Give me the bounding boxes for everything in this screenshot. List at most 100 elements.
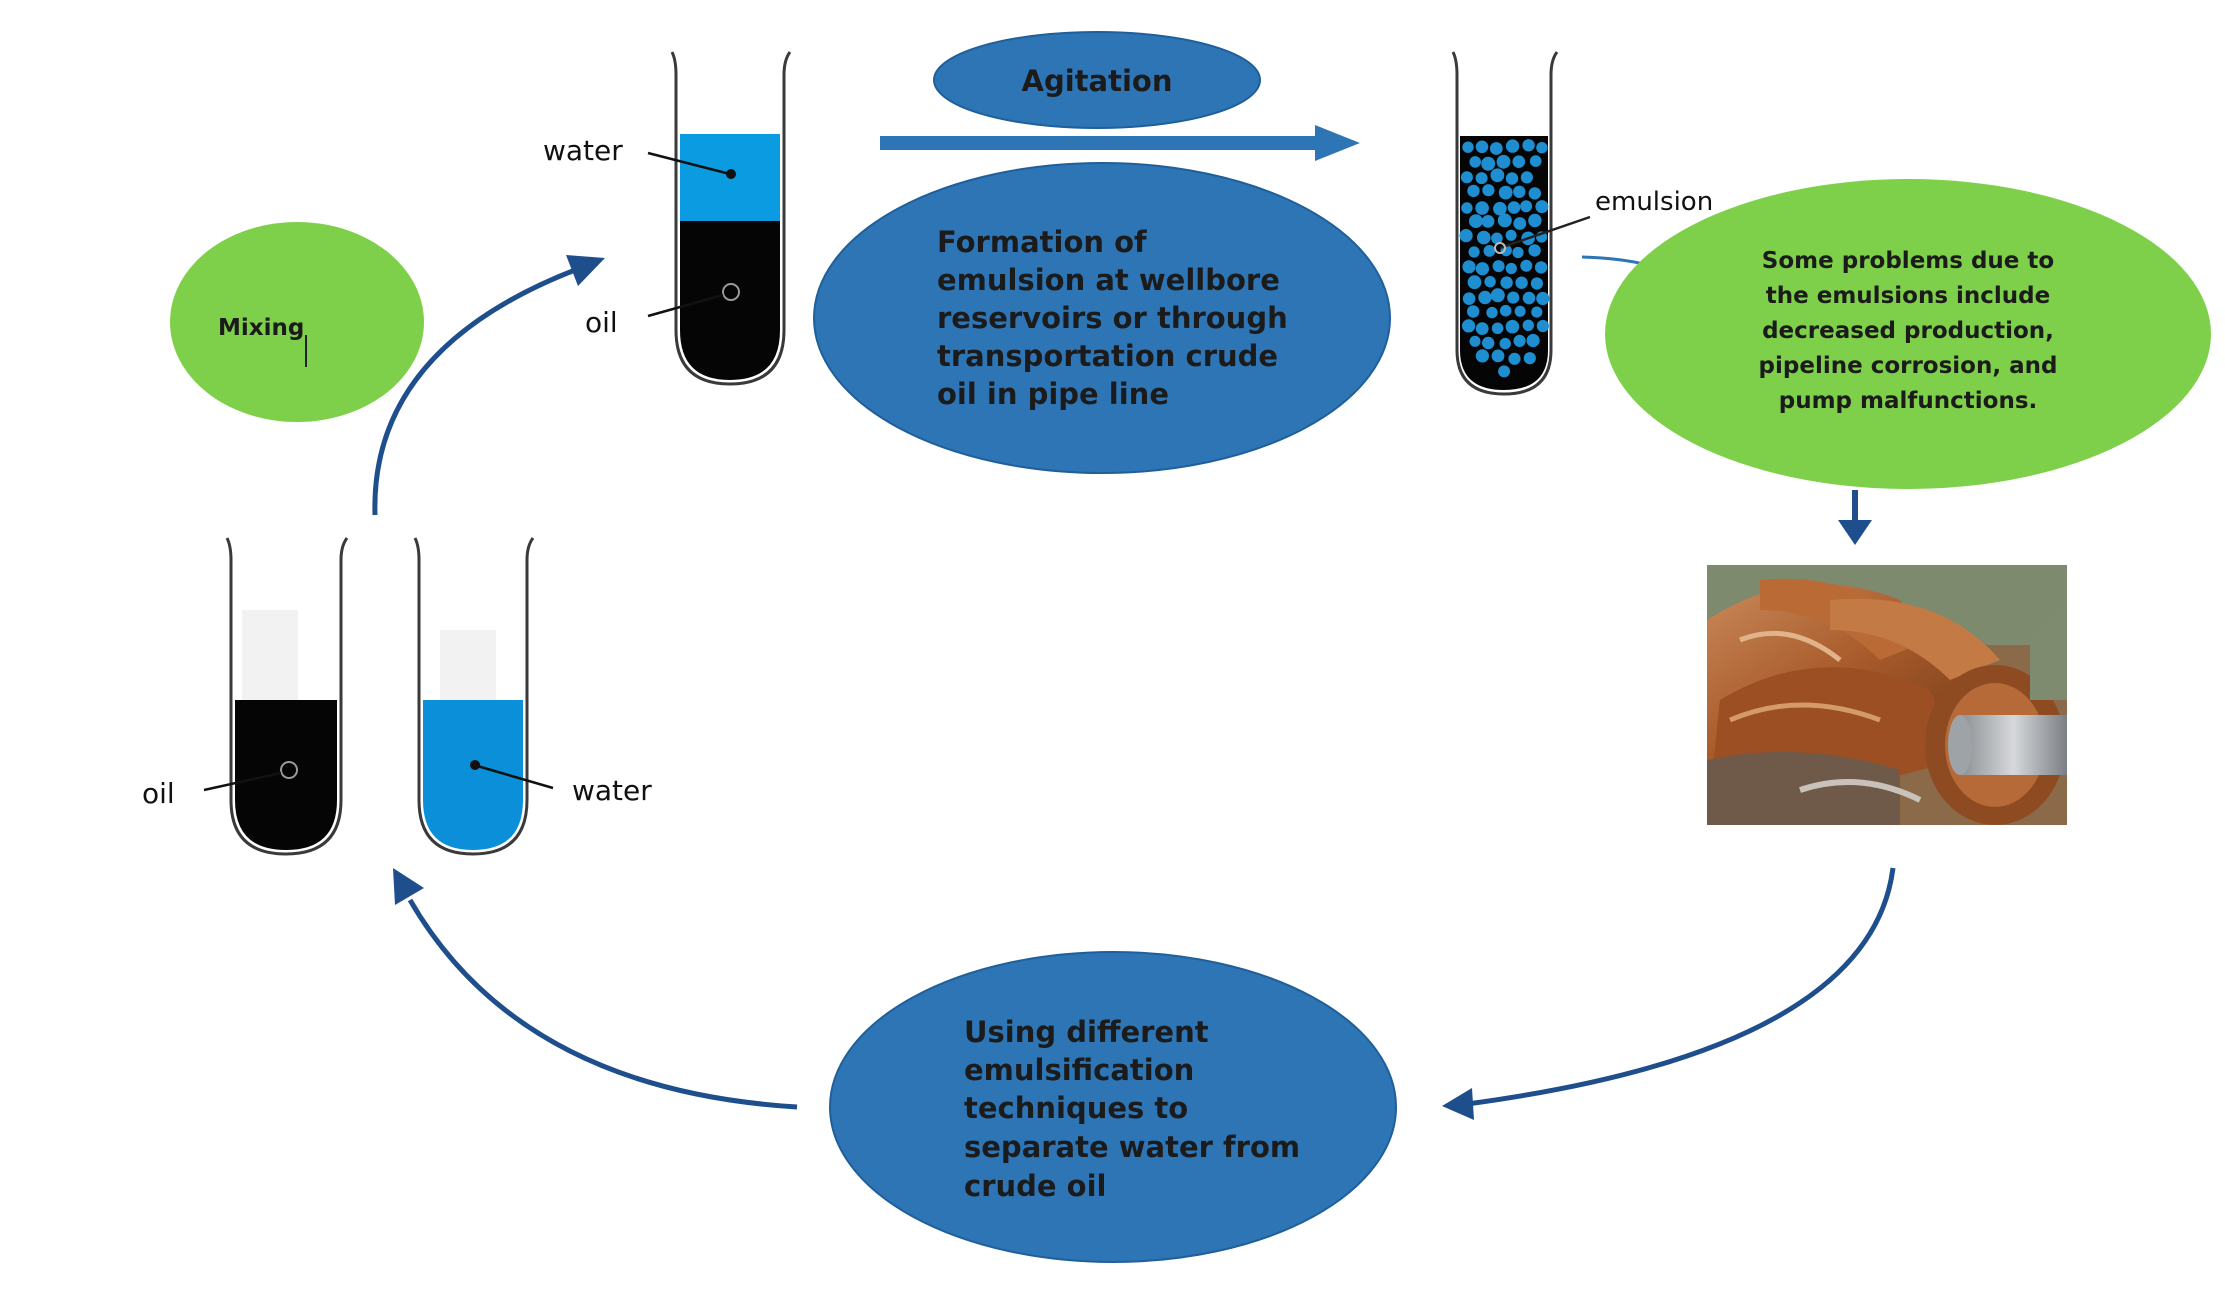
emulsion-droplet bbox=[1513, 334, 1526, 347]
problems-line-4: pipeline corrosion, and bbox=[1759, 353, 2058, 379]
emulsion-droplet bbox=[1493, 201, 1507, 216]
emulsion-droplet bbox=[1498, 185, 1513, 200]
bottom-water-label: water bbox=[572, 774, 652, 807]
emulsion-label: emulsion bbox=[1595, 187, 1713, 217]
emulsion-droplet bbox=[1460, 171, 1473, 184]
emulsion-droplet bbox=[1462, 319, 1476, 333]
formation-line-4: transportation crude bbox=[937, 339, 1278, 373]
bottom-water-test-tube: water bbox=[413, 537, 652, 856]
emulsion-droplet bbox=[1498, 365, 1511, 378]
emulsion-droplet bbox=[1477, 230, 1491, 245]
emulsion-droplet bbox=[1522, 291, 1536, 305]
mixing-node: Mixing bbox=[170, 222, 424, 422]
top-water-label: water bbox=[543, 134, 623, 167]
emulsion-droplet bbox=[1482, 336, 1495, 350]
agitation-node: Agitation bbox=[933, 31, 1261, 129]
emulsion-droplet bbox=[1536, 291, 1550, 306]
problems-line-5: pump malfunctions. bbox=[1779, 388, 2038, 414]
emulsion-droplet bbox=[1505, 262, 1517, 275]
emulsion-droplet bbox=[1499, 304, 1512, 317]
top-oil-label: oil bbox=[585, 306, 618, 339]
emulsion-droplet bbox=[1500, 276, 1513, 289]
emulsion-droplet bbox=[1475, 172, 1488, 185]
emulsion-droplet bbox=[1461, 202, 1473, 214]
techniques-line-4: separate water from bbox=[964, 1130, 1300, 1164]
emulsion-droplet bbox=[1467, 305, 1480, 318]
emulsion-droplet bbox=[1507, 291, 1520, 304]
problems-line-3: decreased production, bbox=[1762, 318, 2054, 344]
formation-line-2: emulsion at wellbore bbox=[937, 263, 1280, 297]
emulsion-droplet bbox=[1467, 275, 1482, 290]
emulsion-droplet bbox=[1520, 200, 1533, 213]
mixing-label: Mixing bbox=[218, 315, 304, 341]
emulsion-droplet bbox=[1469, 335, 1481, 347]
formation-node: Formation of emulsion at wellbore reserv… bbox=[813, 162, 1391, 474]
emulsion-droplet bbox=[1536, 319, 1549, 333]
emulsion-droplet bbox=[1481, 215, 1495, 228]
emulsion-droplet bbox=[1512, 246, 1524, 259]
corroded-pump-impeller-photo bbox=[1707, 565, 2067, 825]
emulsion-droplet bbox=[1534, 261, 1548, 274]
emulsion-droplet bbox=[1507, 201, 1521, 214]
emulsion-droplets bbox=[1459, 139, 1550, 378]
emulsion-droplet bbox=[1505, 139, 1520, 153]
techniques-node: Using different emulsification technique… bbox=[829, 951, 1397, 1263]
emulsion-droplet bbox=[1535, 200, 1549, 214]
emulsion-droplet bbox=[1467, 184, 1480, 198]
emulsion-droplet bbox=[1481, 156, 1496, 171]
emulsion-droplet bbox=[1491, 322, 1504, 335]
emulsion-droplet bbox=[1482, 184, 1495, 197]
emulsion-droplet bbox=[1462, 260, 1476, 274]
emulsion-droplet bbox=[1489, 142, 1503, 155]
emulsion-droplet bbox=[1475, 262, 1489, 276]
emulsion-droplet bbox=[1528, 213, 1542, 228]
separated-to-top-arrow bbox=[372, 267, 576, 516]
emulsion-droplet bbox=[1526, 333, 1540, 348]
techniques-line-3: techniques to bbox=[964, 1091, 1188, 1125]
emulsion-droplet bbox=[1508, 352, 1521, 365]
emulsion-droplet bbox=[1475, 349, 1489, 363]
emulsion-droplet bbox=[1513, 217, 1527, 230]
emulsion-droplet bbox=[1522, 319, 1535, 331]
emulsion-droplet bbox=[1523, 352, 1536, 365]
emulsion-droplet bbox=[1462, 292, 1476, 306]
emulsion-droplet bbox=[1536, 142, 1548, 154]
problems-line-1: Some problems due to bbox=[1762, 248, 2054, 274]
formation-line-5: oil in pipe line bbox=[937, 377, 1169, 411]
formation-line-1: Formation of bbox=[937, 225, 1147, 259]
emulsion-droplet bbox=[1490, 288, 1505, 303]
bottom-oil-test-tube: oil bbox=[142, 537, 349, 856]
emulsion-droplet bbox=[1478, 290, 1492, 305]
emulsion-droplet bbox=[1468, 246, 1480, 258]
emulsion-droplet bbox=[1505, 229, 1517, 241]
agitation-label: Agitation bbox=[1022, 64, 1173, 98]
emulsion-droplet bbox=[1491, 349, 1505, 363]
emulsion-droplet bbox=[1499, 337, 1511, 350]
emulsion-droplet bbox=[1531, 306, 1543, 318]
emulsion-droplet bbox=[1515, 276, 1528, 289]
emulsion-droplet bbox=[1528, 244, 1541, 257]
techniques-to-separated-arrow-head bbox=[393, 868, 424, 905]
emulsion-droplet bbox=[1522, 139, 1535, 152]
emulsion-droplet bbox=[1505, 172, 1519, 185]
emulsion-droplet bbox=[1486, 306, 1498, 319]
emulsion-droplet bbox=[1530, 277, 1543, 290]
emulsion-droplet bbox=[1520, 259, 1533, 272]
emulsion-droplet bbox=[1469, 214, 1483, 229]
bottom-oil-label: oil bbox=[142, 777, 175, 810]
emulsion-droplet bbox=[1491, 232, 1503, 245]
emulsion-droplet bbox=[1492, 260, 1505, 273]
emulsion-droplet bbox=[1513, 185, 1526, 198]
problems-line-2: the emulsions include bbox=[1766, 283, 2050, 309]
emulsion-droplet bbox=[1469, 156, 1481, 168]
techniques-line-1: Using different bbox=[964, 1015, 1209, 1049]
formation-line-3: reservoirs or through bbox=[937, 301, 1288, 335]
emulsion-test-tube: emulsion bbox=[1451, 51, 1713, 396]
emulsion-droplet bbox=[1490, 168, 1505, 183]
emulsion-droplet bbox=[1475, 201, 1489, 215]
top-separated-test-tube: water oil bbox=[543, 51, 792, 386]
emulsion-droplet bbox=[1475, 322, 1489, 335]
emulsion-droplet bbox=[1514, 305, 1526, 317]
emulsion-droplet bbox=[1520, 171, 1533, 184]
